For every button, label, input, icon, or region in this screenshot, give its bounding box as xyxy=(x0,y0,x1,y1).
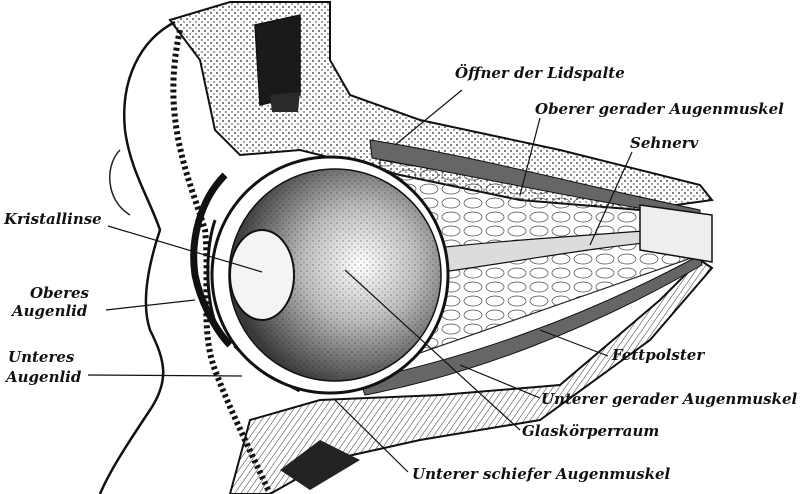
eyeball xyxy=(206,155,450,395)
label-kristallinse: Kristallinse xyxy=(4,210,102,228)
label-oberer-gerader-augenmuskel: Oberer gerader Augenmuskel xyxy=(535,100,784,118)
label-oberes-augenlid-line1: Oberes xyxy=(30,284,89,302)
facial-soft-tissue xyxy=(98,20,273,494)
label-fettpolster: Fettpolster xyxy=(612,346,705,364)
orbital-floor-bone xyxy=(228,258,714,494)
optic-nerve xyxy=(639,204,713,263)
label-unterer-gerader-augenmuskel: Unterer gerader Augenmuskel xyxy=(541,390,798,408)
lens xyxy=(229,229,295,321)
label-oeffner-der-lidspalte: Öffner der Lidspalte xyxy=(455,64,625,82)
orbital-roof-bone xyxy=(168,1,714,212)
label-glaskoerperraum: Glaskörperraum xyxy=(522,422,660,440)
label-unterer-schiefer-augenmuskel: Unterer schiefer Augenmuskel xyxy=(412,465,671,483)
label-unteres-augenlid-line1: Unteres xyxy=(8,348,75,366)
leader-lines xyxy=(87,89,633,473)
label-sehnerv: Sehnerv xyxy=(630,134,699,152)
label-oberes-augenlid-line2: Augenlid xyxy=(12,302,88,320)
label-unteres-augenlid-line2: Augenlid xyxy=(6,368,82,386)
